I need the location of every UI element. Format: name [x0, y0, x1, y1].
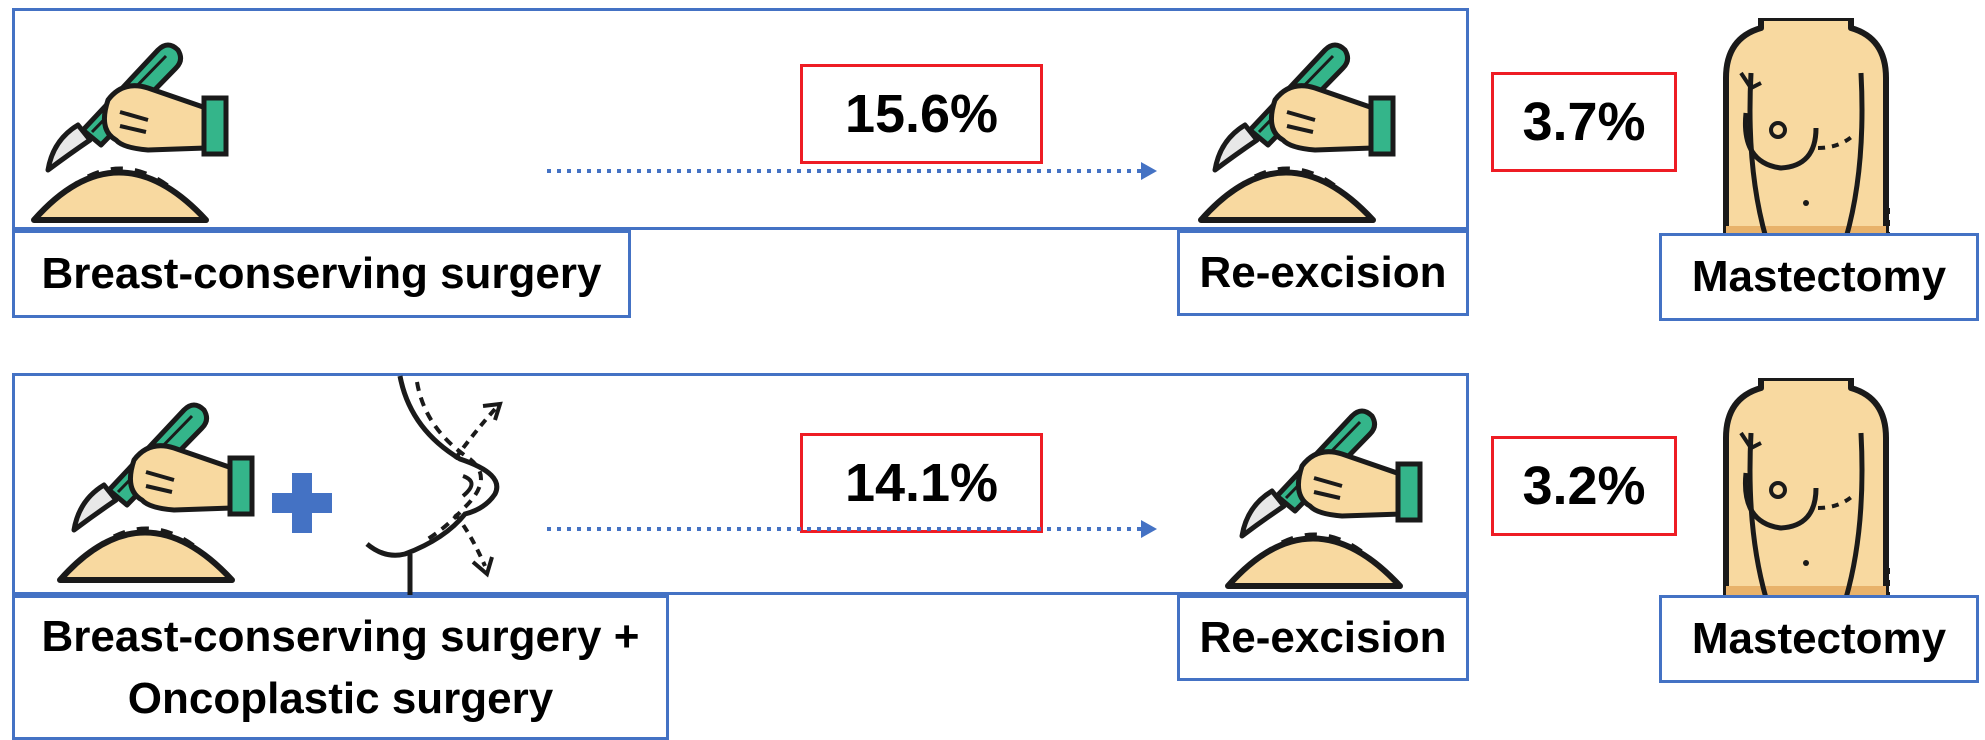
- re-excision-label: Re-excision: [1177, 230, 1469, 316]
- surgeon-hand-scalpel-icon: [1195, 30, 1400, 225]
- procedure-label: Breast-conserving surgery + Oncoplastic …: [12, 595, 669, 740]
- plus-icon: [272, 473, 332, 533]
- row-breast-conserving: 15.6% Breast-conserving surgery Re-excis…: [0, 0, 1985, 330]
- re-excision-label: Re-excision: [1177, 595, 1469, 681]
- procedure-panel: [12, 373, 1469, 595]
- surgeon-hand-scalpel-icon: [1222, 396, 1427, 591]
- surgeon-hand-scalpel-icon: [54, 390, 259, 585]
- procedure-panel: [12, 8, 1469, 230]
- surgeon-hand-scalpel-icon: [28, 30, 233, 225]
- procedure-label-line-1: Breast-conserving surgery +: [41, 611, 640, 661]
- mastectomy-rate: 3.7%: [1491, 72, 1677, 172]
- female-torso-icon: [1706, 18, 1910, 240]
- female-torso-icon: [1706, 378, 1910, 600]
- dotted-arrow: [547, 520, 1157, 538]
- row-oncoplastic: 14.1% Breast-conserving surgery + Oncopl…: [0, 368, 1985, 740]
- dotted-arrow: [547, 162, 1157, 180]
- mastectomy-rate: 3.2%: [1491, 436, 1677, 536]
- breast-profile-icon: [365, 375, 503, 596]
- procedure-label: Breast-conserving surgery: [12, 230, 631, 318]
- re-excision-rate: 15.6%: [800, 64, 1043, 164]
- mastectomy-label: Mastectomy: [1659, 595, 1979, 683]
- procedure-label-line-2: Oncoplastic surgery: [127, 673, 554, 723]
- re-excision-rate: 14.1%: [800, 433, 1043, 533]
- mastectomy-label: Mastectomy: [1659, 233, 1979, 321]
